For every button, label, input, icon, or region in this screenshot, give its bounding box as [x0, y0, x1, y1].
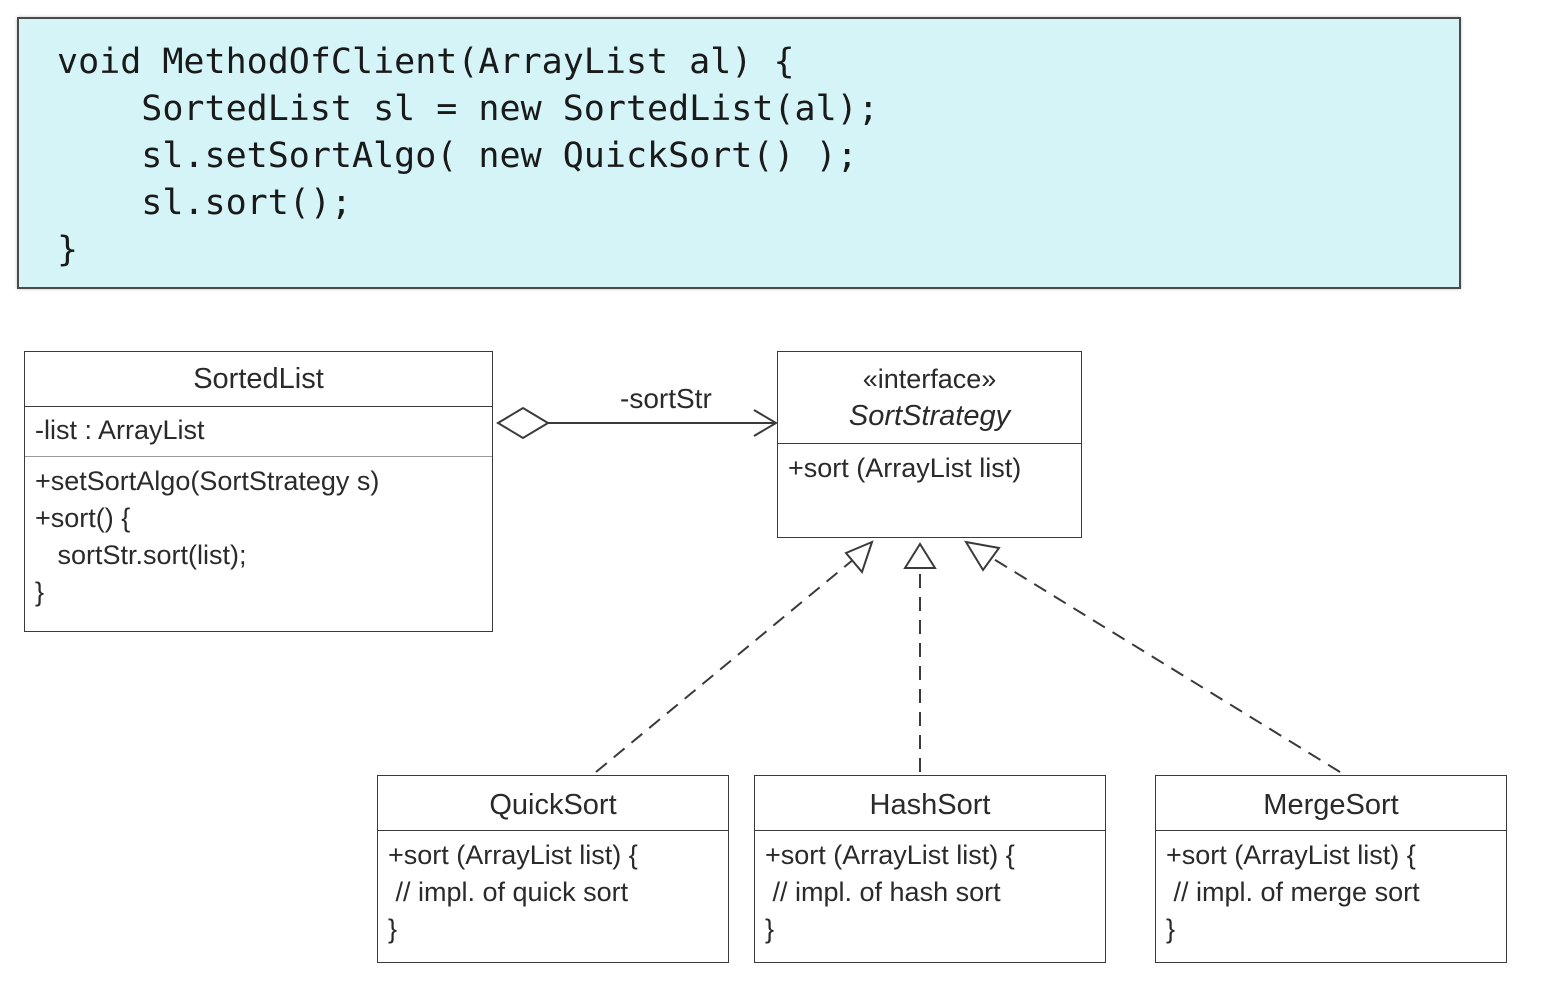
code-line: }: [57, 230, 79, 270]
attribute: -list : ArrayList: [35, 415, 205, 445]
attribute-section: -list : ArrayList: [25, 407, 492, 457]
method-line: +sort (ArrayList list) {: [388, 840, 638, 870]
realization-arrowhead-hashsort: [903, 542, 937, 569]
method-line: +sort() {: [35, 503, 131, 533]
code-line: SortedList sl = new SortedList(al);: [57, 89, 879, 129]
method-line: }: [35, 577, 45, 607]
method-line: sortStr.sort(list);: [35, 540, 247, 570]
class-title: QuickSort: [378, 776, 728, 831]
method-section: +setSortAlgo(SortStrategy s) +sort() { s…: [25, 457, 492, 611]
realization-arrowhead-quicksort: [844, 540, 874, 575]
interface-header: «interface» SortStrategy: [778, 352, 1081, 444]
class-hashsort: HashSort +sort (ArrayList list) { // imp…: [754, 775, 1106, 963]
class-sortedlist: SortedList -list : ArrayList +setSortAlg…: [24, 351, 493, 632]
code-panel: void MethodOfClient(ArrayList al) { Sort…: [17, 17, 1461, 289]
method-line: // impl. of merge sort: [1166, 877, 1420, 907]
method-line: +sort (ArrayList list) {: [765, 840, 1015, 870]
interface-title: SortStrategy: [848, 400, 1011, 432]
method-section: +sort (ArrayList list) { // impl. of has…: [755, 831, 1105, 948]
class-title: HashSort: [755, 776, 1105, 831]
method-line: }: [765, 914, 775, 944]
method-section: +sort (ArrayList list): [778, 444, 1081, 487]
aggregation-diamond: [496, 406, 550, 440]
method-section: +sort (ArrayList list) { // impl. of qui…: [378, 831, 728, 948]
method-line: }: [388, 914, 398, 944]
code-line: sl.sort();: [57, 183, 353, 223]
interface-sortstrategy: «interface» SortStrategy +sort (ArrayLis…: [777, 351, 1082, 538]
code-line: void MethodOfClient(ArrayList al) {: [57, 42, 795, 82]
method-line: +sort (ArrayList list): [788, 453, 1022, 483]
association-label: -sortStr: [620, 383, 712, 414]
class-title: SortedList: [25, 352, 492, 407]
stereotype-label: «interface»: [862, 364, 997, 394]
class-quicksort: QuickSort +sort (ArrayList list) { // im…: [377, 775, 729, 963]
realization-line-quicksort: [595, 558, 855, 773]
method-line: // impl. of quick sort: [388, 877, 629, 907]
class-mergesort: MergeSort +sort (ArrayList list) { // im…: [1155, 775, 1507, 963]
code-line: sl.setSortAlgo( new QuickSort() );: [57, 136, 858, 176]
method-line: +sort (ArrayList list) {: [1166, 840, 1416, 870]
class-title: MergeSort: [1156, 776, 1506, 831]
realization-arrowhead-mergesort: [963, 540, 1001, 572]
method-line: +setSortAlgo(SortStrategy s): [35, 466, 380, 496]
method-section: +sort (ArrayList list) { // impl. of mer…: [1156, 831, 1506, 948]
method-line: }: [1166, 914, 1176, 944]
association-arrowhead: [753, 409, 778, 437]
method-line: // impl. of hash sort: [765, 877, 1001, 907]
realization-line-mergesort: [991, 557, 1341, 773]
